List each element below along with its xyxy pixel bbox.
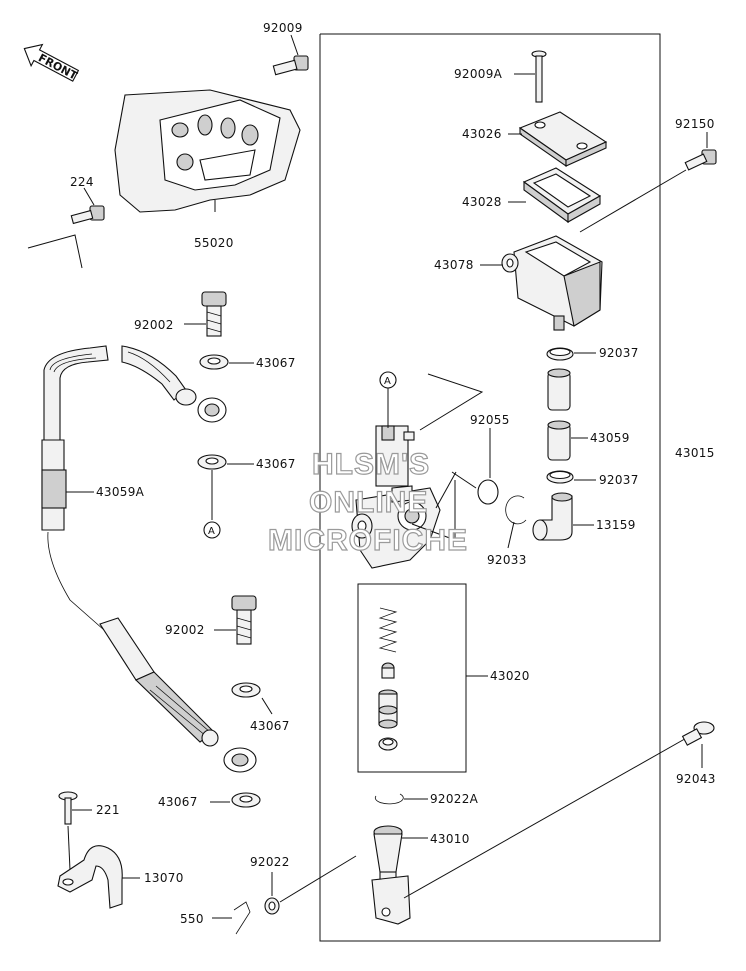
banjo-bolt-92002-top — [184, 291, 227, 337]
clamp-92037-top — [546, 347, 596, 361]
label-92002-top: 92002 — [134, 318, 174, 332]
front-arrow-icon: FRONT — [23, 43, 80, 83]
label-43015: 43015 — [675, 446, 715, 460]
washer-43067-a — [199, 354, 254, 370]
connector-a-top: A — [379, 371, 397, 428]
label-221: 221 — [96, 803, 120, 817]
reservoir-43078 — [480, 235, 603, 331]
label-92009A: 92009A — [454, 67, 503, 81]
hose-43059A — [41, 345, 227, 631]
svg-text:ONLINE: ONLINE — [309, 486, 428, 519]
label-43020: 43020 — [490, 669, 530, 683]
screw-92009A — [514, 50, 547, 103]
connector-a-left: A — [203, 521, 221, 539]
label-43026: 43026 — [462, 127, 502, 141]
cotter-pin-550 — [212, 901, 251, 935]
watermark: HLSM'S ONLINE MICROFICHE — [267, 447, 468, 557]
piston — [378, 689, 398, 729]
pushrod-43010 — [371, 735, 691, 925]
svg-text:A: A — [208, 526, 215, 537]
circlip-92022A — [374, 793, 428, 805]
washer-43067-b — [197, 454, 254, 520]
pin-92043 — [681, 721, 715, 768]
label-92150: 92150 — [675, 117, 715, 131]
label-92055: 92055 — [470, 413, 510, 427]
label-224: 224 — [70, 175, 94, 189]
bolt-224 — [27, 187, 105, 269]
label-92033: 92033 — [487, 553, 527, 567]
guide-line-2 — [451, 471, 477, 489]
label-92037-top: 92037 — [599, 346, 639, 360]
screw-221 — [58, 791, 92, 871]
svg-text:A: A — [384, 376, 391, 387]
label-92022: 92022 — [250, 855, 290, 869]
master-cylinder-body — [351, 425, 457, 569]
circlip-92033 — [505, 495, 527, 549]
guard-55020 — [114, 89, 301, 213]
label-43067-b: 43067 — [256, 457, 296, 471]
svg-text:FRONT: FRONT — [36, 51, 80, 82]
washer-43067-d — [210, 792, 261, 808]
label-43067-c: 43067 — [250, 719, 290, 733]
clamp-92037-bottom — [546, 470, 596, 484]
label-43028: 43028 — [462, 195, 502, 209]
label-43059A: 43059A — [96, 485, 145, 499]
label-13159: 13159 — [596, 518, 636, 532]
svg-text:MICROFICHE: MICROFICHE — [268, 524, 468, 557]
seal-ring — [378, 737, 398, 751]
kit-box-43020 — [357, 583, 467, 773]
elbow-13159 — [532, 492, 594, 541]
bolt-92150 — [579, 132, 717, 233]
spring — [378, 607, 398, 653]
label-43067-d: 43067 — [158, 795, 198, 809]
banjo-bolt-92002-bottom — [214, 595, 257, 645]
label-43067-a: 43067 — [256, 356, 296, 370]
label-43078: 43078 — [434, 258, 474, 272]
label-92009: 92009 — [263, 21, 303, 35]
piston-cup — [381, 662, 395, 679]
bolt-92009 — [272, 34, 309, 76]
label-43010: 43010 — [430, 832, 470, 846]
washer-43067-c — [231, 682, 273, 715]
clamp-13070 — [57, 845, 140, 909]
cap-43026 — [508, 111, 608, 168]
label-43059: 43059 — [590, 431, 630, 445]
guide-line — [419, 373, 484, 431]
washer-92022 — [264, 855, 357, 915]
hose-43059A-lower — [99, 617, 257, 773]
label-55020: 55020 — [194, 236, 234, 250]
oring-92055 — [477, 428, 499, 505]
label-550: 550 — [180, 912, 204, 926]
label-92037-bottom: 92037 — [599, 473, 639, 487]
svg-text:HLSM'S: HLSM'S — [312, 448, 430, 481]
label-92022A: 92022A — [430, 792, 479, 806]
label-13070: 13070 — [144, 871, 184, 885]
label-92043: 92043 — [676, 772, 716, 786]
label-92002-bottom: 92002 — [165, 623, 205, 637]
hose-43059 — [547, 368, 588, 461]
assembly-frame — [319, 33, 661, 942]
diaphragm-43028 — [508, 167, 602, 224]
